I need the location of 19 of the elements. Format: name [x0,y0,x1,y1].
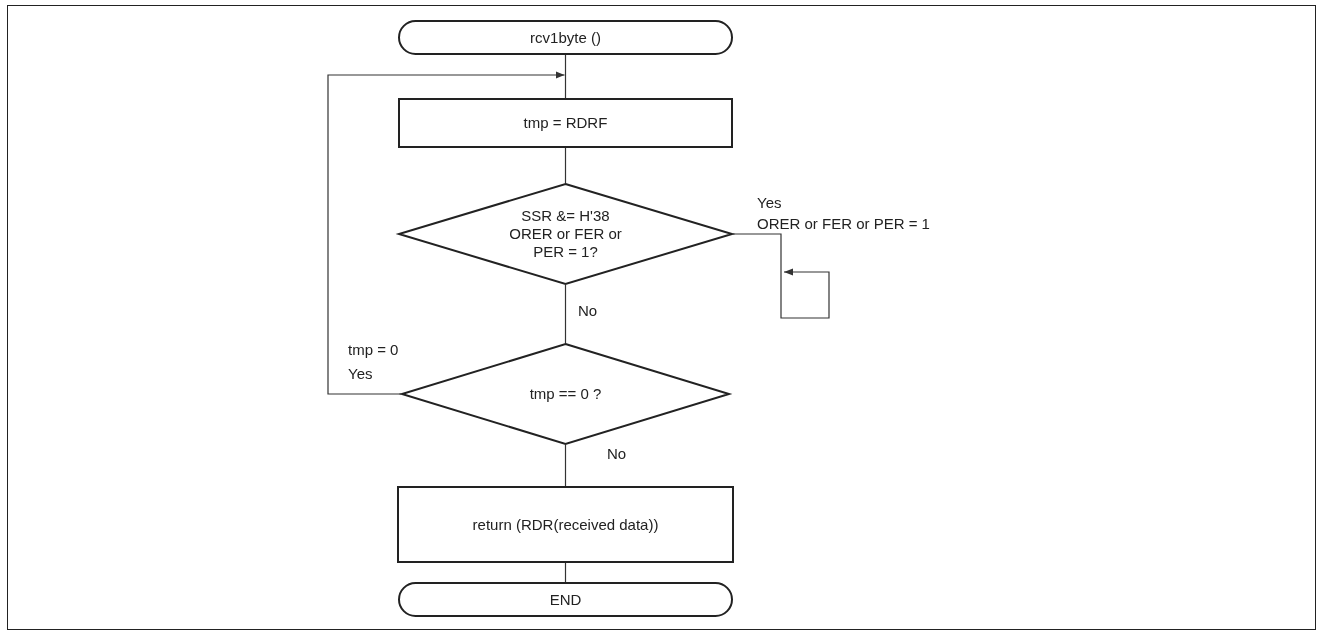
process-box [397,486,734,563]
process-box [398,98,733,148]
connector-line [564,147,567,184]
connector-line [564,284,567,344]
connector-line [564,444,567,487]
node-text: END [549,590,582,609]
node-text: tmp = RDRF [523,114,608,132]
terminator-pill [398,20,733,55]
node-text: tmp == 0 ? [529,385,602,403]
decision-diamond [401,343,730,445]
node-text: rcv1byte () [530,28,601,47]
node-text: return (RDR(received data)) [472,515,659,534]
connector-line [564,54,567,99]
connector-line [732,233,830,319]
node-text: SSR &= H'38 ORER or FER or PER = 1? [508,207,623,261]
connector-line [564,562,567,583]
terminator-pill [398,582,733,617]
decision-diamond [398,183,733,285]
connector-line [327,71,566,395]
